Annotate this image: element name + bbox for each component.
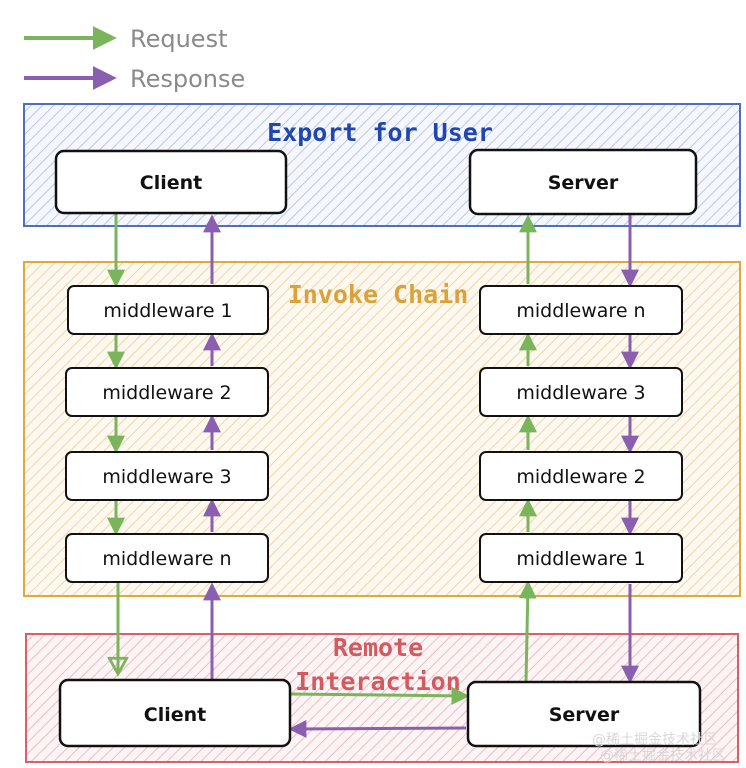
client-top-node: Client	[54, 149, 288, 215]
server-middleware-1: middleware 1	[479, 533, 683, 583]
client-middleware-3-label: middleware 3	[102, 466, 231, 488]
watermark-line2: @稀土掘金技术社区	[600, 748, 726, 764]
server-top-node: Server	[468, 148, 698, 216]
client-middleware-3: middleware 3	[65, 451, 269, 501]
client-top-label: Client	[140, 172, 202, 194]
client-bottom-node: Client	[58, 678, 292, 748]
server-middleware-n-label: middleware n	[516, 300, 645, 322]
remote-zone-title-line1: Remote	[333, 633, 423, 662]
export-zone-title: Export for User	[267, 118, 493, 147]
client-middleware-2: middleware 2	[65, 367, 269, 417]
client-middleware-1-label: middleware 1	[103, 300, 232, 322]
client-middleware-n: middleware n	[65, 533, 269, 583]
server-column-arrows	[518, 214, 639, 684]
client-bottom-label: Client	[144, 704, 206, 726]
remote-response-arrow	[288, 719, 467, 738]
invoke-zone-title: Invoke Chain	[288, 280, 469, 309]
server-bottom-node: Server	[466, 680, 702, 748]
server-middleware-2-label: middleware 2	[516, 466, 645, 488]
legend: Request Response	[24, 25, 245, 93]
remote-zone-title-line2: Interaction	[295, 667, 461, 696]
client-column-arrows	[107, 212, 221, 680]
server-middleware-3: middleware 3	[479, 367, 683, 417]
remote-request-arrow	[289, 686, 470, 705]
server-middleware-2: middleware 2	[479, 451, 683, 501]
client-middleware-2-label: middleware 2	[102, 382, 231, 404]
client-middleware-n-label: middleware n	[102, 548, 231, 570]
client-middleware-1: middleware 1	[67, 285, 269, 335]
server-middleware-3-label: middleware 3	[516, 382, 645, 404]
server-top-label: Server	[548, 172, 619, 194]
legend-response-label: Response	[130, 65, 245, 93]
watermark-line1: @稀土掘金技术社区	[592, 732, 718, 748]
server-middleware-n: middleware n	[479, 285, 683, 335]
server-bottom-label: Server	[549, 704, 620, 726]
legend-request-label: Request	[130, 25, 228, 53]
server-middleware-1-label: middleware 1	[516, 548, 645, 570]
